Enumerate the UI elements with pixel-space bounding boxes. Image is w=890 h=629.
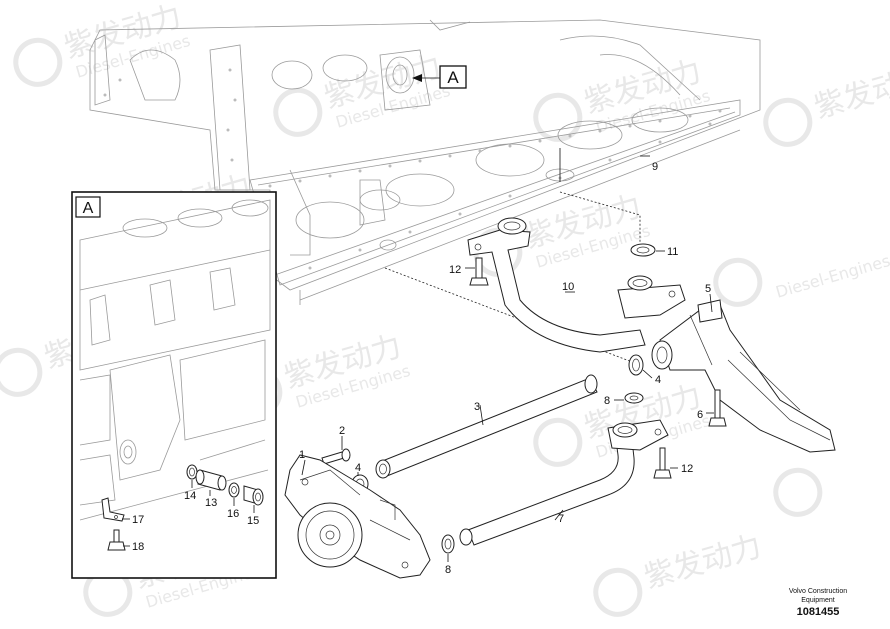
watermark-sub: Diesel-Engines	[774, 251, 890, 302]
callout-18: 18	[132, 541, 144, 553]
part-16-washer	[228, 482, 240, 498]
callout-14: 14	[184, 490, 196, 502]
callout-12-upper: 12	[449, 264, 461, 276]
watermark-logo-icon	[533, 92, 583, 142]
part-18-bolt	[107, 529, 126, 551]
watermark-logo-icon	[713, 257, 763, 307]
watermark-logo-icon	[273, 87, 323, 137]
watermark-logo-icon	[13, 37, 63, 87]
view-marker-a: A	[412, 65, 467, 89]
title-block: Volvo Construction Equipment 1081455	[789, 588, 847, 618]
callout-12-lower: 12	[681, 463, 693, 475]
part-8-seal-upper	[624, 392, 644, 404]
watermark-tile: 紫发动力	[763, 59, 890, 147]
part-17-bracket	[101, 497, 125, 522]
callout-16: 16	[227, 508, 239, 520]
callout-8-lower: 8	[445, 564, 451, 576]
engine-block	[89, 19, 761, 305]
part-12-bolt-upper	[469, 257, 489, 286]
view-marker-a-label: A	[447, 68, 459, 87]
callout-10: 10	[562, 281, 574, 293]
watermark-brand: 紫发动力	[640, 529, 765, 596]
part-8-seal-lower	[441, 534, 455, 554]
callout-4-lower: 4	[355, 462, 361, 474]
part-4-seal-upper	[628, 354, 644, 376]
callout-4-upper: 4	[655, 374, 661, 386]
detail-view-a-label: A	[83, 200, 94, 217]
part-12-bolt-lower	[653, 447, 672, 479]
callout-1: 1	[299, 449, 305, 461]
callout-3: 3	[474, 401, 480, 413]
callout-17: 17	[132, 514, 144, 526]
assembly-line	[559, 191, 641, 242]
watermark-tile	[773, 467, 823, 517]
watermark-tile: 紫发动力	[593, 529, 765, 617]
callout-9: 9	[652, 161, 658, 173]
detail-view-a: A 14	[71, 191, 277, 579]
part-15-plug	[243, 485, 264, 506]
callout-8-upper: 8	[604, 395, 610, 407]
callout-2: 2	[339, 425, 345, 437]
arrow-icon	[412, 74, 422, 82]
watermark-tile: 紫发动力 Diesel-Engines	[13, 0, 192, 87]
gasket-bolt-holes	[103, 68, 722, 270]
callout-15: 15	[247, 515, 259, 527]
watermark-logo-icon	[0, 347, 43, 397]
watermark-logo-icon	[763, 97, 813, 147]
callout-6: 6	[697, 409, 703, 421]
part-1-oil-pump	[284, 454, 431, 579]
callout-7: 7	[558, 513, 564, 525]
callout-13: 13	[205, 497, 217, 509]
watermark-logo-icon	[593, 567, 643, 617]
part-10-suction-pipe	[467, 217, 686, 353]
part-7-delivery-pipe	[459, 419, 669, 546]
watermark-logo-icon	[773, 467, 823, 517]
company-name-line2: Equipment	[801, 597, 835, 604]
drawing-number: 1081455	[797, 606, 840, 618]
part-2-bolt	[321, 448, 351, 465]
part-5-oil-strainer	[651, 299, 836, 453]
part-11-seal-ring	[630, 243, 656, 257]
watermark-brand: 紫发动力	[810, 59, 890, 126]
watermark-logo-icon	[533, 417, 583, 467]
watermark-tile: 紫发动力 Diesel-Engines	[273, 49, 452, 137]
part-14-o-ring	[186, 464, 198, 480]
callout-5: 5	[705, 283, 711, 295]
callout-11: 11	[667, 246, 678, 258]
company-name-line1: Volvo Construction	[789, 588, 847, 595]
watermark-tile: Diesel-Engines	[713, 251, 890, 307]
part-6-bolt	[708, 389, 727, 427]
assembly-line	[384, 267, 641, 366]
part-3-pipe	[375, 374, 598, 479]
part-13-fitting	[195, 469, 227, 491]
detail-engine-block	[79, 199, 271, 521]
